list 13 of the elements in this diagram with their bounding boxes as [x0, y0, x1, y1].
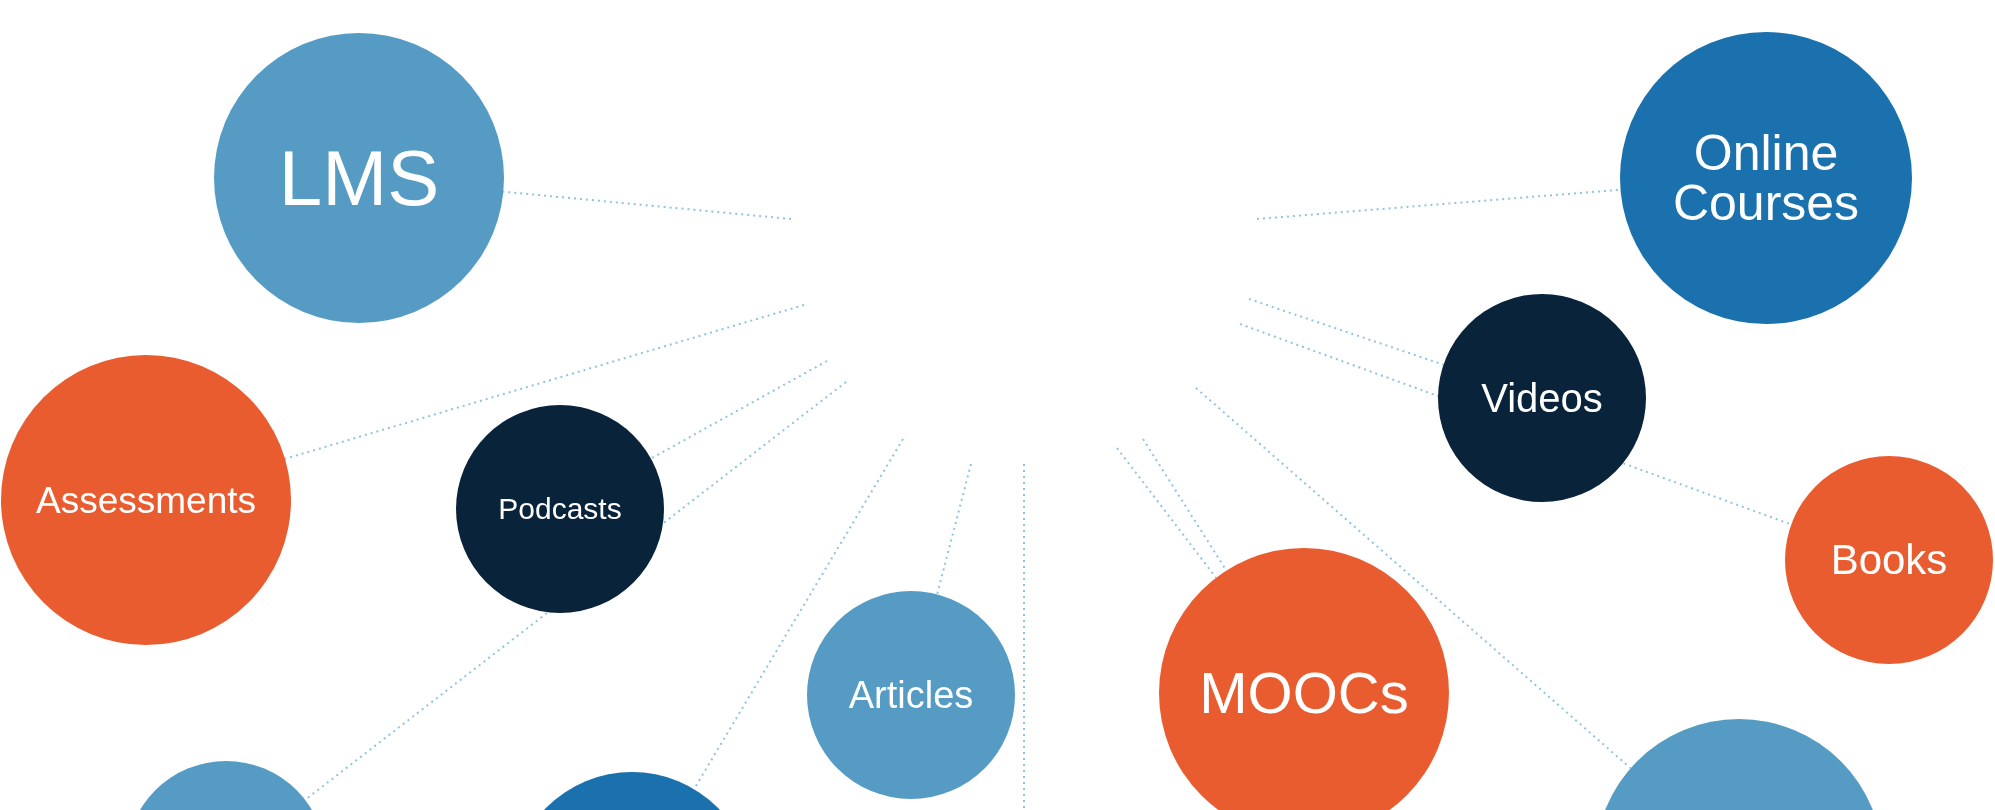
- circle-label: Books: [1829, 539, 1949, 581]
- circle-label: Videos: [1480, 378, 1604, 418]
- dotted-connector: [1248, 298, 1445, 366]
- circle-label: Podcasts: [497, 494, 623, 524]
- circle-label: LMS: [277, 139, 441, 217]
- dotted-connector: [649, 360, 828, 460]
- circle-label: MOOCs: [1198, 664, 1410, 722]
- circle-label: Assessments: [35, 481, 257, 519]
- dotted-connector: [936, 463, 972, 596]
- dotted-connector: [1195, 387, 1632, 770]
- circle-label: Online Courses: [1671, 128, 1861, 228]
- dotted-connector: [1116, 447, 1217, 579]
- circle-label: Articles: [847, 676, 975, 714]
